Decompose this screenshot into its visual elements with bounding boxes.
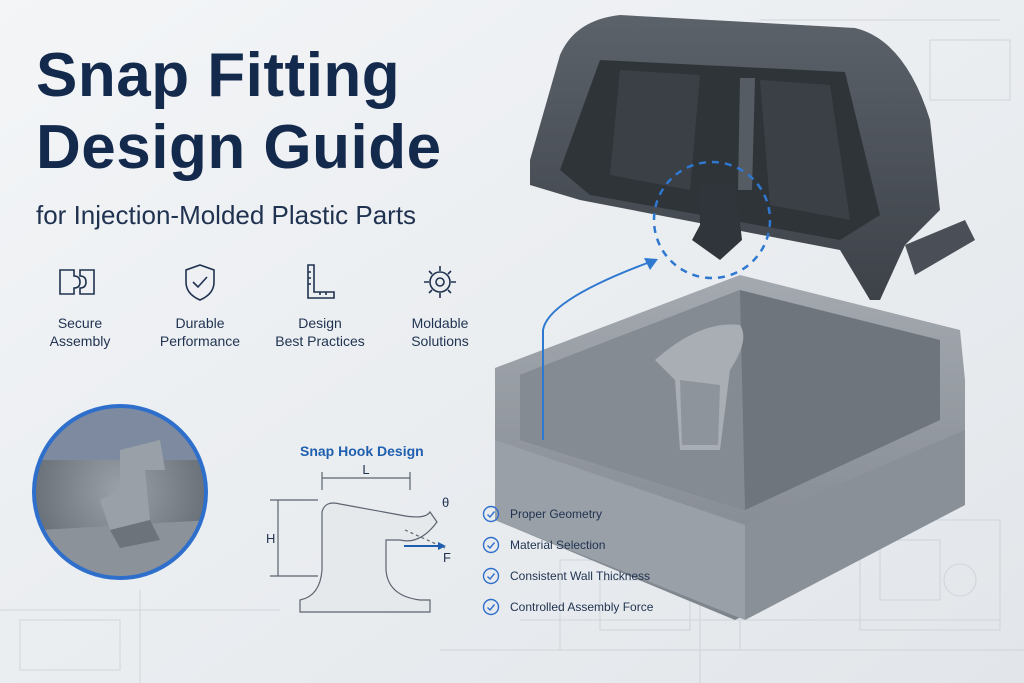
feature-list: Secure Assembly Durable Performance Desi… (24, 262, 496, 350)
check-circle-icon (482, 598, 500, 615)
check-circle-icon (482, 567, 500, 584)
feature-label-line2: Solutions (411, 333, 469, 349)
feature-label-line1: Moldable (411, 315, 469, 331)
snap-hook-drawing (270, 472, 446, 613)
feature-moldable-solutions: Moldable Solutions (384, 262, 496, 350)
ruler-square-icon (307, 264, 335, 299)
gear-icon (424, 266, 456, 298)
check-circle-icon (482, 505, 500, 522)
feature-label-line1: Secure (57, 315, 103, 331)
checklist-label: Consistent Wall Thickness (510, 568, 651, 583)
force-label: F (443, 550, 451, 565)
feature-label-line2: Performance (159, 333, 241, 349)
dim-length-label: L (362, 462, 369, 477)
callout-circle (652, 160, 772, 280)
feature-label-line1: Design (298, 315, 342, 331)
puzzle-icon (59, 269, 95, 295)
page-subtitle: for Injection-Molded Plastic Parts (36, 200, 417, 230)
checklist-item: Controlled Assembly Force (482, 591, 653, 622)
checklist-label: Controlled Assembly Force (510, 599, 654, 614)
enclosure-lid (530, 15, 975, 300)
page-title: Snap Fitting Design Guide (36, 40, 442, 184)
checklist-label: Material Selection (510, 537, 606, 552)
feature-design-best-practices: Design Best Practices (264, 262, 376, 350)
feature-label-line2: Assembly (49, 333, 111, 349)
check-circle-icon (482, 536, 500, 553)
checklist-item: Proper Geometry (482, 498, 653, 529)
angle-label: θ (442, 495, 449, 510)
feature-secure-assembly: Secure Assembly (24, 262, 136, 350)
dim-height-label: H (266, 531, 275, 546)
zoom-detail (34, 406, 206, 578)
callout-arrow (542, 261, 651, 440)
feature-label-line1: Durable (175, 315, 225, 331)
title-line-1: Snap Fitting (36, 41, 401, 110)
enclosure-base (495, 275, 965, 620)
snap-hook-title: Snap Hook Design (300, 443, 424, 459)
checklist-label: Proper Geometry (510, 506, 603, 521)
checklist: Proper Geometry Material Selection Consi… (482, 498, 653, 622)
checklist-item: Consistent Wall Thickness (482, 560, 653, 591)
title-line-2: Design Guide (36, 113, 442, 182)
feature-durable-performance: Durable Performance (144, 262, 256, 350)
shield-check-icon (185, 264, 215, 301)
feature-label-line2: Best Practices (275, 333, 365, 349)
force-arrow (404, 542, 446, 550)
checklist-item: Material Selection (482, 529, 653, 560)
